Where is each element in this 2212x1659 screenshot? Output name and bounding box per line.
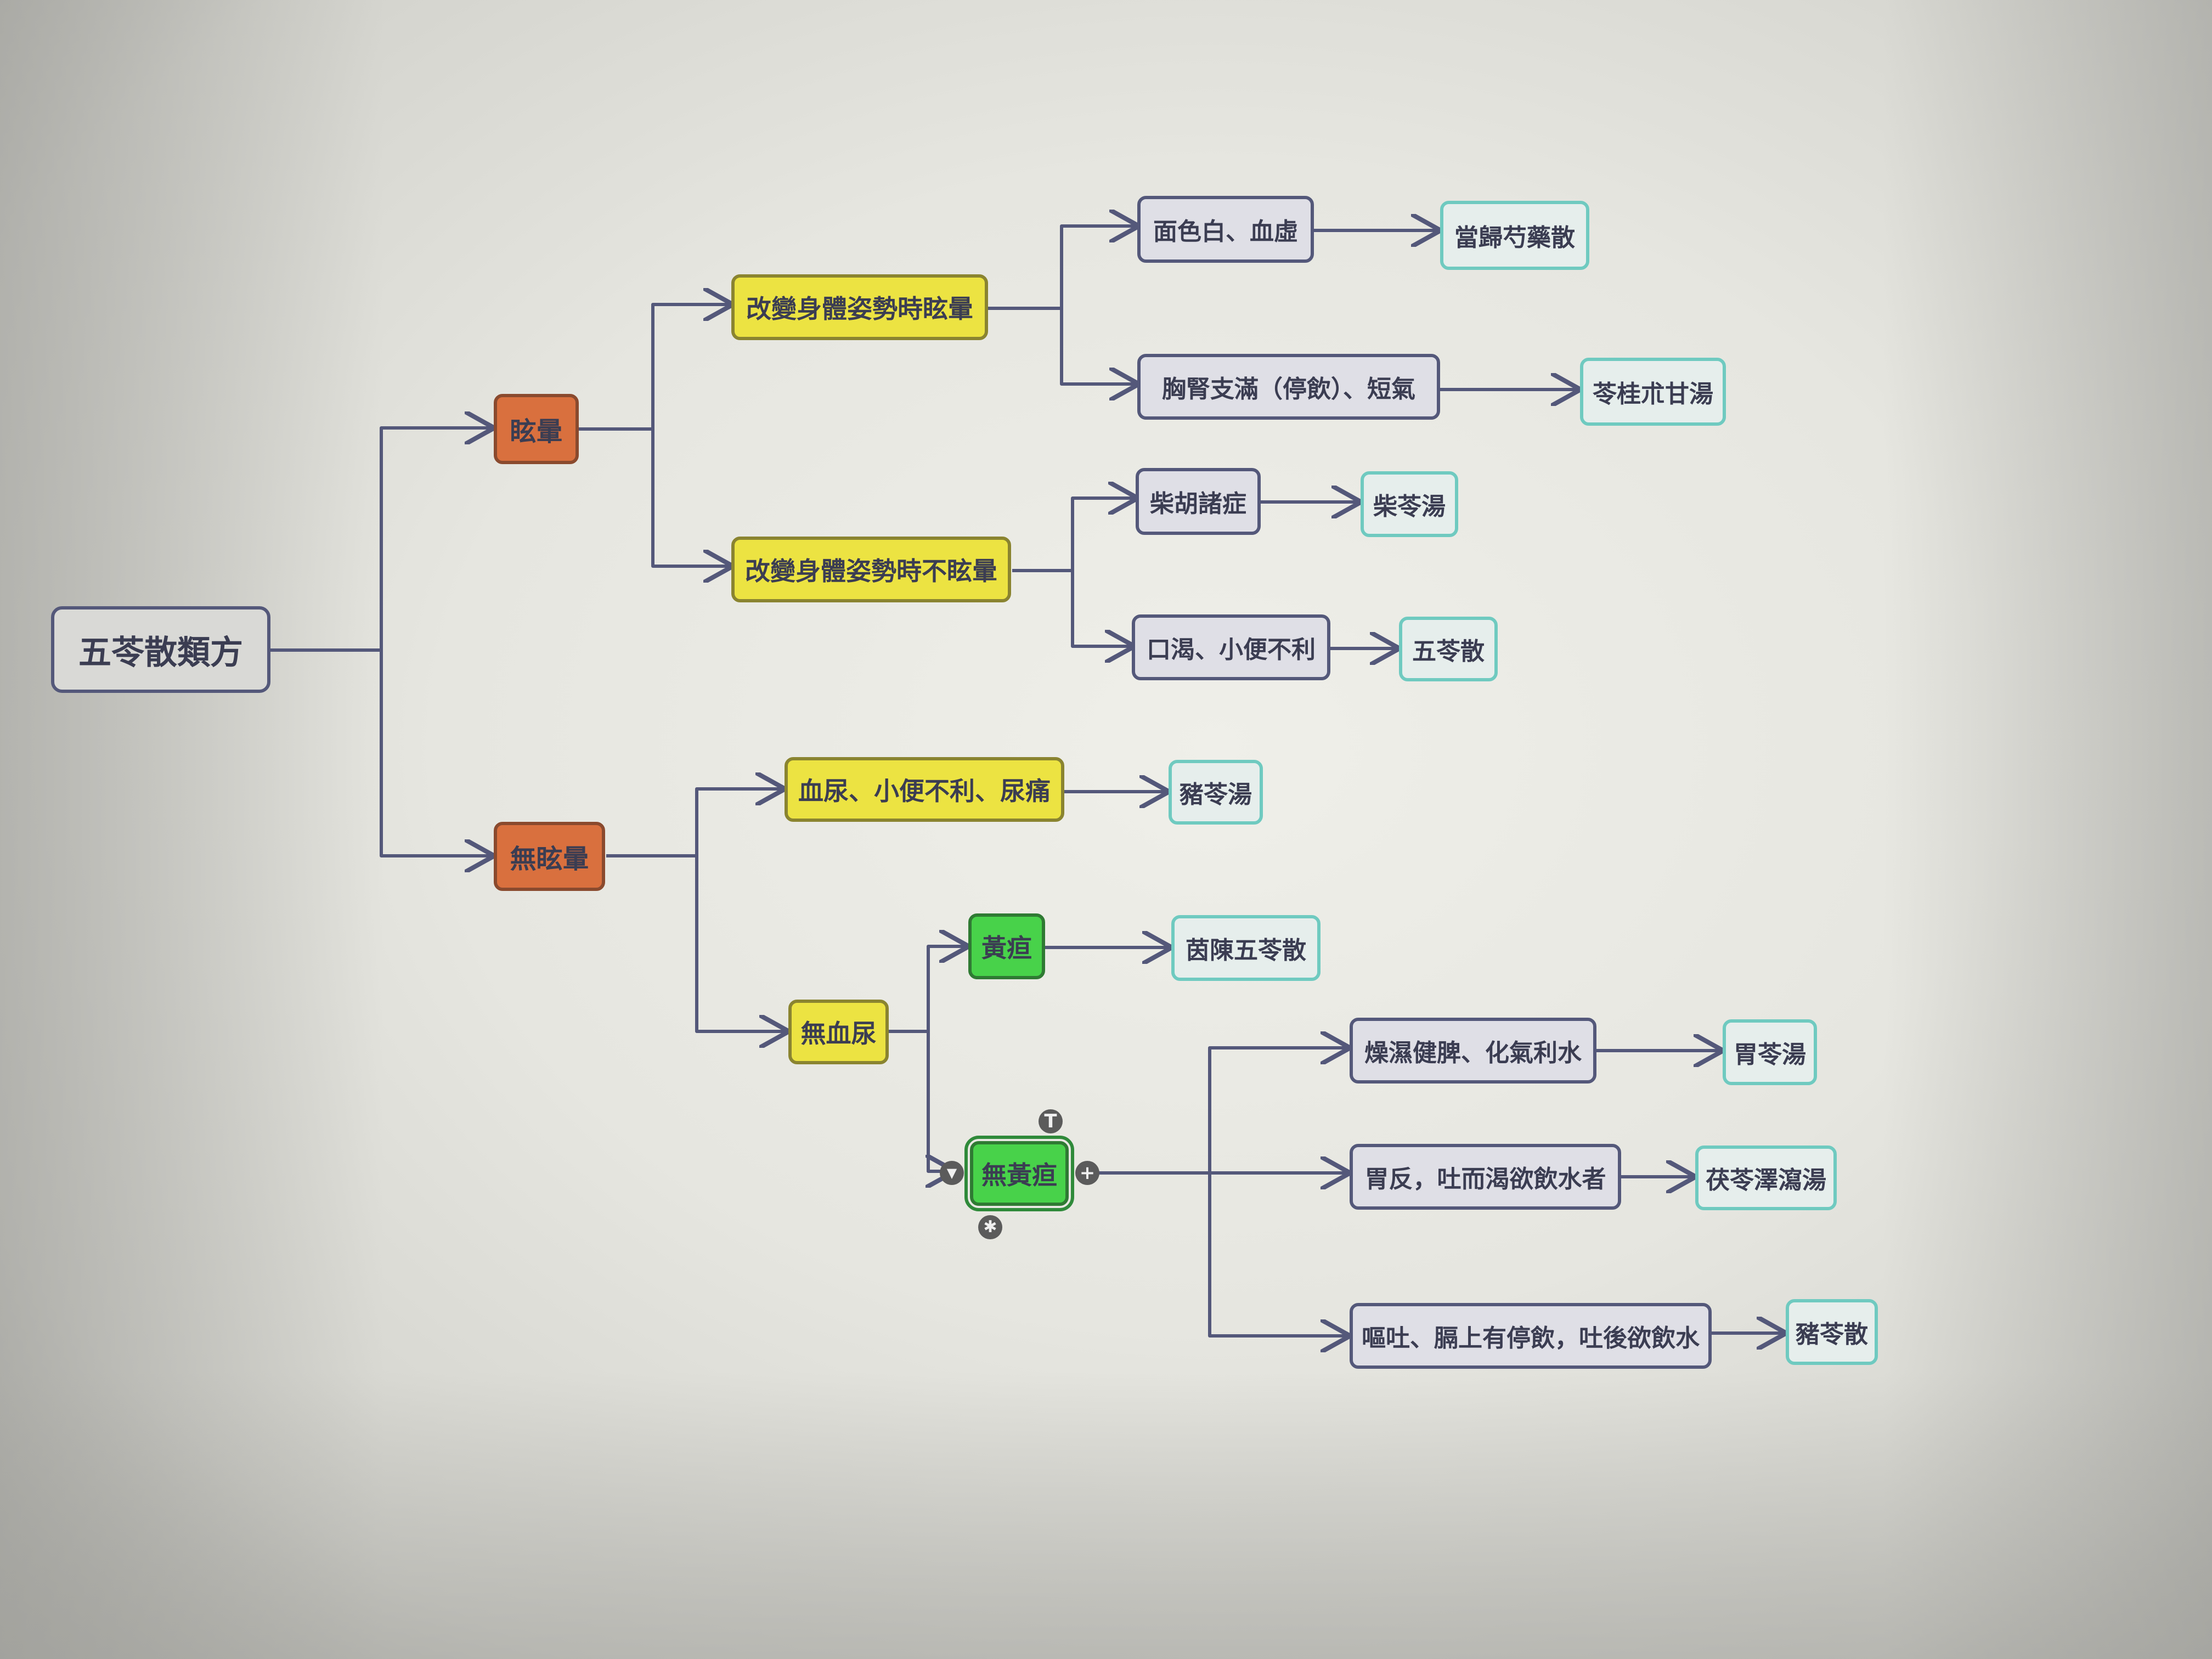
node-chest-fullness[interactable]: 胸腎支滿（停飲）、短氣 [1137, 354, 1440, 420]
node-pale-blood-deficiency[interactable]: 面色白、血虛 [1137, 196, 1314, 263]
edge-no-jaundice-to-vomit [1208, 1173, 1347, 1336]
edge-root-to-no-dizzy [380, 650, 491, 856]
edge-dizzy-to-posture-no [651, 429, 730, 566]
edge-root-to-dizzy [380, 428, 491, 650]
edge-posture-no-to-chaihu [1071, 498, 1135, 571]
edge-posture-to-pale [1060, 226, 1136, 308]
node-no-hematuria[interactable]: 無血尿 [788, 1000, 889, 1064]
node-handle-bottom[interactable]: ✱ [978, 1215, 1002, 1239]
node-chaihu-symptoms[interactable]: 柴胡諸症 [1136, 468, 1261, 535]
formula-fuling-zexie-tang[interactable]: 茯苓澤瀉湯 [1695, 1146, 1837, 1210]
edge-no-dizzy-to-hematuria [695, 789, 782, 856]
formula-yinchen-wuling-san[interactable]: 茵陳五苓散 [1171, 915, 1321, 981]
formula-wuling-san[interactable]: 五苓散 [1399, 617, 1498, 681]
node-handle-collapse[interactable]: ▼ [940, 1161, 964, 1185]
node-handle-add[interactable]: + [1075, 1161, 1099, 1185]
edge-posture-to-chest [1060, 308, 1136, 384]
formula-danggui-shaoyao-san[interactable]: 當歸芍藥散 [1440, 201, 1589, 270]
formula-zhuling-tang[interactable]: 豬苓湯 [1169, 760, 1263, 825]
formula-chailing-tang[interactable]: 柴苓湯 [1361, 471, 1458, 537]
node-posture-no-dizzy[interactable]: 改變身體姿勢時不眩暈 [731, 537, 1011, 602]
formula-zhuling-san[interactable]: 豬苓散 [1786, 1299, 1878, 1365]
edge-dizzy-to-posture [651, 304, 730, 429]
node-no-jaundice[interactable]: 無黃疸 [964, 1136, 1074, 1211]
formula-linggui-zhugan-tang[interactable]: 苓桂朮甘湯 [1580, 358, 1726, 426]
node-hematuria[interactable]: 血尿、小便不利、尿痛 [785, 757, 1064, 822]
edge-no-dizzy-to-no-hematuria [695, 856, 786, 1031]
root-node[interactable]: 五苓散類方 [51, 606, 270, 693]
node-jaundice[interactable]: 黃疸 [968, 913, 1045, 979]
edge-posture-no-to-thirst [1071, 571, 1131, 646]
node-handle-top[interactable]: T [1039, 1109, 1063, 1133]
node-stomach-reflux[interactable]: 胃反，吐而渴欲飲水者 [1350, 1144, 1621, 1210]
formula-weiling-tang[interactable]: 胃苓湯 [1723, 1019, 1817, 1085]
node-dizzy[interactable]: 眩暈 [494, 394, 579, 464]
node-thirst-urination[interactable]: 口渴、小便不利 [1132, 614, 1330, 680]
node-no-dizzy[interactable]: 無眩暈 [494, 822, 605, 891]
node-posture-dizzy[interactable]: 改變身體姿勢時眩暈 [731, 274, 988, 340]
node-vomiting[interactable]: 嘔吐、膈上有停飲，吐後欲飲水 [1350, 1303, 1712, 1369]
edge-no-hematuria-to-jaundice [927, 946, 966, 1031]
edge-no-jaundice-to-dry-damp [1208, 1048, 1347, 1173]
edge-no-hematuria-to-no-jaundice [928, 1031, 952, 1171]
node-dry-damp[interactable]: 燥濕健脾、化氣利水 [1350, 1018, 1596, 1084]
